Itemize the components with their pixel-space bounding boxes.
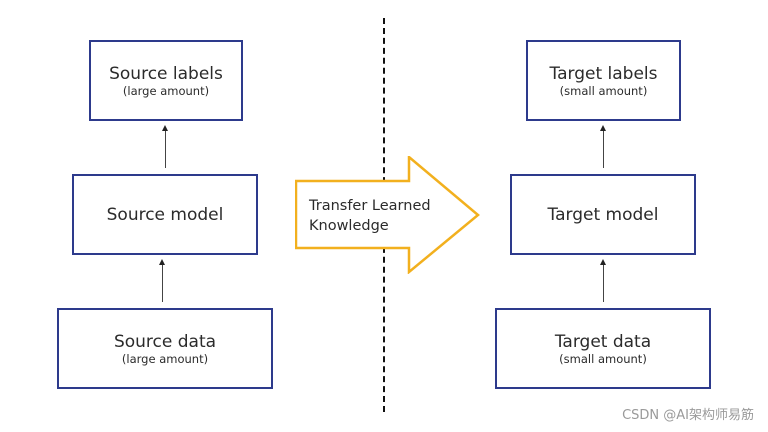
target-data-box: Target data (small amount) [495,308,711,389]
target-labels-title: Target labels [549,63,658,84]
arrow-target-model-to-labels [600,125,606,168]
watermark: CSDN @AI架构师易筋 [622,408,754,423]
target-labels-box: Target labels (small amount) [526,40,681,121]
source-model-box: Source model [72,174,258,255]
target-model-title: Target model [547,204,659,225]
target-data-title: Target data [554,331,652,352]
arrow-source-model-to-labels [162,125,168,168]
transfer-knowledge-label: Transfer Learned Knowledge [309,196,431,236]
arrow-target-data-to-model [600,259,606,302]
target-labels-amount: (small amount) [559,83,648,98]
transfer-arrow-icon [295,156,480,274]
transfer-label-line2: Knowledge [309,218,389,234]
source-labels-amount: (large amount) [122,83,210,98]
source-data-title: Source data [113,331,217,352]
source-labels-title: Source labels [109,63,223,84]
target-data-amount: (small amount) [559,351,647,366]
source-model-title: Source model [106,204,224,225]
source-labels-box: Source labels (large amount) [89,40,243,121]
source-data-box: Source data (large amount) [57,308,273,389]
target-model-box: Target model [510,174,696,255]
transfer-label-line1: Transfer Learned [309,198,431,214]
arrow-source-data-to-model [159,259,165,302]
source-data-amount: (large amount) [121,351,209,366]
